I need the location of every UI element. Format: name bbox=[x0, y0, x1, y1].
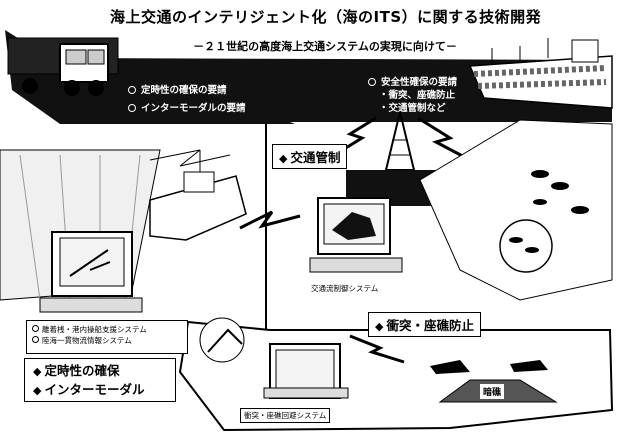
page-title: 海上交通のインテリジェント化（海のITS）に関する技術開発 bbox=[110, 8, 542, 26]
computer-icon bbox=[39, 231, 143, 313]
requirements-band bbox=[5, 30, 612, 124]
traffic-monitor bbox=[309, 197, 403, 273]
ship-icon bbox=[468, 38, 613, 109]
goal-item: ◆インターモーダル bbox=[33, 382, 145, 397]
legend-item: 陸海一貫物流情報システム bbox=[32, 335, 182, 346]
reef-label: 暗礁 bbox=[480, 384, 505, 399]
traffic-control-label: ◆交通管制 bbox=[272, 144, 348, 169]
band-left-item: 定時性の確保の要請 bbox=[128, 84, 246, 97]
support-systems-legend: 離着桟・港内操船支援システム 陸海一貫物流情報システム bbox=[26, 320, 188, 354]
band-right-item: ・交通管制など bbox=[379, 103, 446, 114]
page-subtitle: －２１世紀の高度海上交通システムの実現に向けて－ bbox=[193, 40, 457, 53]
goal-item: ◆定時性の確保 bbox=[33, 363, 120, 378]
band-right-item: ・衝突、座礁防止 bbox=[379, 90, 456, 101]
traffic-system-caption: 交通流制御システム bbox=[308, 282, 382, 295]
legend-item: 離着桟・港内操船支援システム bbox=[32, 324, 182, 335]
band-left-item: インターモーダルの要請 bbox=[128, 102, 246, 115]
avoidance-system-caption: 衝突・座礁回避システム bbox=[240, 408, 331, 423]
truck-icon bbox=[7, 37, 119, 96]
left-goals-box: ◆定時性の確保 ◆インターモーダル bbox=[24, 358, 176, 402]
band-left: 定時性の確保の要請 インターモーダルの要請 bbox=[128, 84, 246, 115]
band-right-item: 安全性確保の要請 bbox=[368, 76, 457, 89]
collision-label: ◆衝突・座礁防止 bbox=[368, 312, 481, 337]
band-right: 安全性確保の要請 ・衝突、座礁防止 ・交通管制など bbox=[368, 76, 457, 115]
